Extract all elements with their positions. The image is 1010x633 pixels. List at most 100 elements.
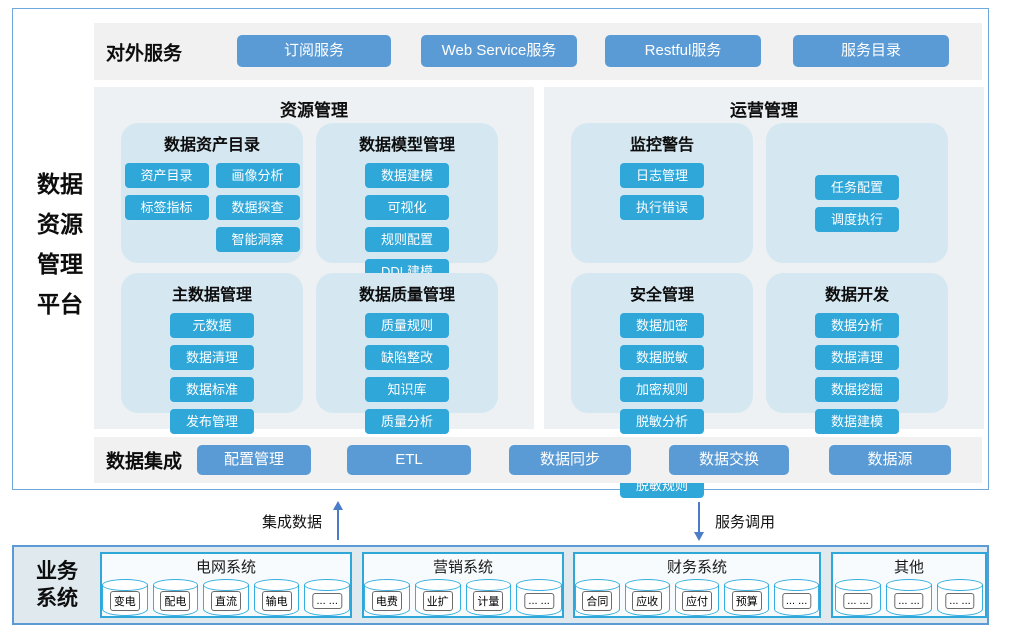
integrate-data-flow: 集成数据 bbox=[262, 501, 345, 540]
card-title: 监控警告 bbox=[629, 137, 694, 154]
system-item-label: 应收 bbox=[632, 591, 663, 611]
data-integration-label: 数据集成 bbox=[106, 451, 183, 473]
group-title: 财务系统 bbox=[666, 559, 727, 576]
platform-title-line: 平台 bbox=[37, 291, 83, 317]
card-data-quality-management: 数据质量管理 质量规则 缺陷整改 知识库 质量分析 bbox=[316, 273, 498, 434]
system-item-label: ... ... bbox=[781, 593, 812, 609]
external-services-band: 对外服务 订阅服务 Web Service服务 Restful服务 服务目录 bbox=[94, 23, 982, 80]
database-cylinder-icon: 计量 bbox=[465, 579, 512, 617]
service-pill-restful: Restful服务 bbox=[605, 35, 761, 67]
operation-management-title: 运营管理 bbox=[730, 101, 798, 120]
arrow-down-icon bbox=[692, 502, 706, 541]
module-chip: 数据分析 bbox=[815, 313, 899, 338]
system-item-label: ... ... bbox=[524, 593, 554, 609]
module-chip: 画像分析 bbox=[215, 163, 300, 188]
database-cylinder-icon: 应收 bbox=[624, 579, 670, 617]
system-item-label: ... ... bbox=[894, 593, 924, 609]
module-chip: 数据建模 bbox=[365, 163, 449, 188]
card-master-data-management: 主数据管理 元数据 数据清理 数据标准 发布管理 bbox=[121, 273, 303, 434]
integration-pill-source: 数据源 bbox=[829, 445, 951, 475]
module-chip: 数据加密 bbox=[620, 313, 704, 338]
module-chip: 数据清理 bbox=[815, 345, 899, 370]
external-services-label: 对外服务 bbox=[106, 43, 183, 64]
card-task-scheduling: 任务配置 调度执行 bbox=[766, 123, 948, 263]
system-item-label: 输电 bbox=[261, 591, 292, 611]
module-chip: 知识库 bbox=[365, 377, 449, 402]
system-item-label: 电费 bbox=[371, 591, 402, 611]
group-finance-system: 财务系统 合同 应收 应付 预算 ... ... bbox=[573, 552, 821, 618]
platform-title: 数据 资源 管理 平台 bbox=[29, 164, 91, 324]
module-chip: 数据清理 bbox=[170, 345, 254, 370]
system-item-label: 计量 bbox=[473, 591, 504, 611]
module-chip: 元数据 bbox=[170, 313, 254, 338]
data-integration-band: 数据集成 配置管理 ETL 数据同步 数据交换 数据源 bbox=[94, 437, 982, 483]
group-title: 营销系统 bbox=[432, 559, 493, 576]
module-chip: 数据挖掘 bbox=[815, 377, 899, 402]
database-cylinder-icon: ... ... bbox=[516, 579, 562, 617]
module-chip: 资产目录 bbox=[124, 163, 209, 188]
database-cylinder-icon: 合同 bbox=[575, 579, 620, 617]
module-chip: 日志管理 bbox=[620, 163, 704, 188]
system-item-label: 预算 bbox=[731, 591, 762, 611]
card-monitoring-alert: 监控警告 日志管理 执行错误 bbox=[571, 123, 753, 263]
module-chip: 任务配置 bbox=[815, 175, 899, 200]
platform-container: 数据 资源 管理 平台 对外服务 订阅服务 Web Service服务 Rest… bbox=[12, 8, 989, 498]
card-title: 数据质量管理 bbox=[358, 287, 455, 304]
system-item-label: 业扩 bbox=[422, 591, 453, 611]
group-marketing-system: 营销系统 电费 业扩 计量 ... ... bbox=[362, 552, 564, 618]
card-title: 数据资产目录 bbox=[163, 137, 260, 154]
service-pill-catalog: 服务目录 bbox=[793, 35, 949, 67]
service-call-label: 服务调用 bbox=[715, 513, 776, 531]
database-cylinder-icon: 配电 bbox=[152, 579, 199, 617]
business-systems-title: 业务 系统 bbox=[36, 558, 78, 612]
arrow-up-icon bbox=[331, 501, 345, 540]
business-systems-container: 业务 系统 电网系统 变电 配电 直流 输电 ... ... 营销系统 电费 业… bbox=[12, 545, 989, 625]
module-chip: 质量分析 bbox=[365, 409, 449, 434]
module-chip: 数据标准 bbox=[170, 377, 254, 402]
card-title: 数据开发 bbox=[824, 287, 889, 304]
database-cylinder-icon: 应付 bbox=[674, 579, 720, 617]
module-chip: 数据建模 bbox=[815, 409, 899, 434]
resource-management-panel: 资源管理 数据资产目录 资产目录 标签指标 画像分析 数据探查 智能洞察 数据 bbox=[94, 87, 534, 434]
system-item-label: 直流 bbox=[211, 591, 241, 611]
integration-pill-config: 配置管理 bbox=[197, 445, 311, 475]
database-cylinder-icon: ... ... bbox=[835, 579, 881, 617]
module-chip: 标签指标 bbox=[124, 195, 209, 220]
module-chip: 数据探查 bbox=[215, 195, 300, 220]
database-cylinder-icon: 直流 bbox=[203, 579, 249, 617]
card-security-management: 安全管理 数据加密 数据脱敏 加密规则 脱敏分析 加密算法 脱敏规则 bbox=[571, 273, 753, 498]
integration-pill-sync: 数据同步 bbox=[509, 445, 631, 475]
system-item-label: ... ... bbox=[843, 593, 873, 609]
database-cylinder-icon: 变电 bbox=[102, 579, 148, 617]
resource-management-title: 资源管理 bbox=[280, 101, 348, 120]
group-power-grid-system: 电网系统 变电 配电 直流 输电 ... ... bbox=[100, 552, 352, 618]
platform-title-line: 管理 bbox=[37, 251, 83, 277]
card-title: 主数据管理 bbox=[171, 287, 252, 304]
business-systems-title-line: 业务 bbox=[36, 560, 78, 583]
module-chip: 规则配置 bbox=[365, 227, 449, 252]
integrate-data-label: 集成数据 bbox=[262, 513, 323, 531]
card-data-model-management: 数据模型管理 数据建模 可视化 规则配置 DDL建模 bbox=[316, 123, 498, 284]
integration-pill-etl: ETL bbox=[347, 445, 471, 475]
system-item-label: 合同 bbox=[582, 591, 613, 611]
module-chip: 发布管理 bbox=[170, 409, 254, 434]
integration-pill-exchange: 数据交换 bbox=[669, 445, 789, 475]
card-title: 数据模型管理 bbox=[358, 137, 455, 154]
module-chip: 缺陷整改 bbox=[365, 345, 449, 370]
module-chip: 可视化 bbox=[365, 195, 449, 220]
card-data-development: 数据开发 数据分析 数据清理 数据挖掘 数据建模 bbox=[766, 273, 948, 434]
group-others: 其他 ... ... ... ... ... ... bbox=[831, 552, 987, 618]
service-call-flow: 服务调用 bbox=[692, 502, 776, 541]
system-item-label: 应付 bbox=[681, 591, 712, 611]
service-pill-subscription: 订阅服务 bbox=[237, 35, 391, 67]
database-cylinder-icon: 输电 bbox=[253, 579, 300, 617]
platform-title-line: 数据 bbox=[37, 171, 83, 197]
system-item-label: ... ... bbox=[312, 593, 342, 609]
module-chip: 加密规则 bbox=[620, 377, 704, 402]
group-title: 电网系统 bbox=[195, 559, 256, 576]
database-cylinder-icon: ... ... bbox=[886, 579, 932, 617]
platform-title-line: 资源 bbox=[37, 211, 83, 237]
system-item-label: 变电 bbox=[109, 591, 140, 611]
module-chip: 执行错误 bbox=[620, 195, 704, 220]
